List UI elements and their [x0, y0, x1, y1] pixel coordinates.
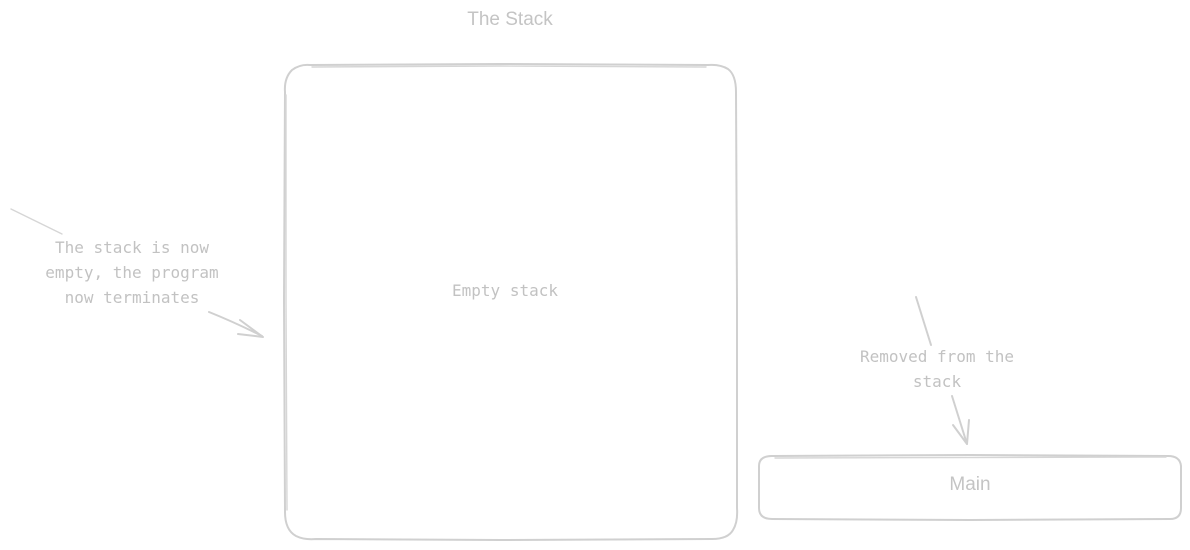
right-note-pointer	[915, 296, 970, 445]
right-note-line: Removed from the	[859, 347, 1015, 366]
left-note: The stack is now empty, the program now …	[26, 235, 238, 310]
left-note-line: empty, the program	[45, 263, 219, 282]
diagram-title: The Stack	[467, 9, 553, 30]
left-note-pointer	[10, 208, 264, 338]
stack-container	[283, 63, 739, 541]
main-frame-label: Main	[949, 474, 991, 495]
left-note-line: now terminates	[64, 288, 200, 307]
stack-empty-label: Empty stack	[452, 281, 558, 300]
removed-frame-box	[758, 454, 1182, 521]
left-note-line: The stack is now	[54, 238, 210, 257]
right-note: Removed from the stack	[832, 344, 1042, 394]
right-note-line: stack	[912, 372, 962, 391]
